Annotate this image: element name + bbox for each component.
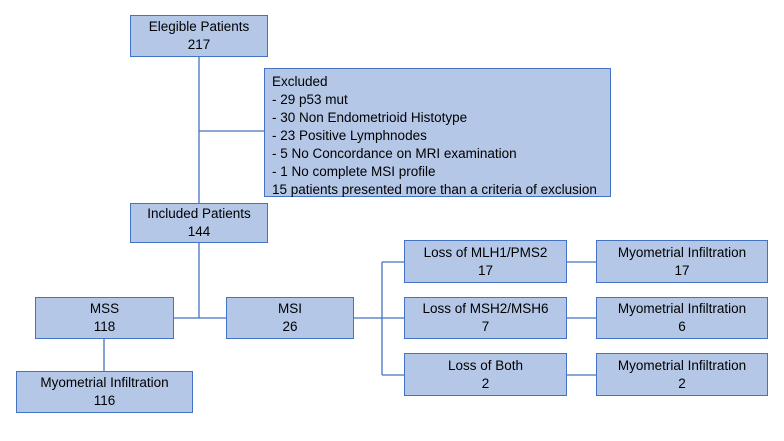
msi-label: MSI — [277, 301, 302, 316]
excluded-box: Excluded - 29 p53 mut - 30 Non Endometri… — [264, 68, 611, 197]
eligible-label: Elegible Patients — [148, 19, 250, 34]
msh2-msh6-box: Loss of MSH2/MSH6 7 — [404, 297, 567, 339]
msh2-infiltration-box: Myometrial Infiltration 6 — [596, 297, 768, 339]
both-label: Loss of Both — [447, 357, 524, 373]
included-patients-box: Included Patients 144 — [130, 203, 268, 243]
mss-count: 118 — [93, 319, 116, 334]
mss-infiltration-label: Myometrial Infiltration — [40, 375, 169, 390]
msi-box: MSI 26 — [226, 297, 354, 339]
mlh1-infiltration-box: Myometrial Infiltration 17 — [596, 240, 768, 283]
both-infiltration-box: Myometrial Infiltration 2 — [596, 353, 768, 396]
both-infiltration-count: 2 — [678, 375, 686, 391]
loss-of-both-box: Loss of Both 2 — [404, 353, 567, 396]
msi-count: 26 — [282, 319, 298, 334]
both-count: 2 — [481, 375, 490, 391]
mss-infiltration-count: 116 — [93, 393, 116, 408]
msh2-label: Loss of MSH2/MSH6 — [422, 301, 549, 316]
eligible-count: 217 — [187, 37, 211, 52]
excluded-item: - 29 p53 mut — [272, 92, 348, 107]
mss-box: MSS 118 — [35, 297, 174, 339]
eligible-patients-box: Elegible Patients 217 — [130, 15, 268, 57]
mlh1-label: Loss of MLH1/PMS2 — [423, 244, 548, 260]
included-label: Included Patients — [147, 206, 251, 221]
excluded-item: - 5 No Concordance on MRI examination — [272, 146, 517, 161]
msh2-count: 7 — [481, 319, 490, 334]
mlh1-infiltration-count: 17 — [674, 262, 690, 278]
included-count: 144 — [187, 224, 211, 239]
mlh1-pms2-box: Loss of MLH1/PMS2 17 — [404, 240, 567, 283]
mlh1-count: 17 — [477, 262, 494, 278]
mss-label: MSS — [89, 301, 120, 316]
both-infiltration-label: Myometrial Infiltration — [617, 357, 747, 373]
excluded-item: - 23 Positive Lymphnodes — [272, 128, 427, 143]
msh2-infiltration-count: 6 — [678, 319, 686, 334]
excluded-title: Excluded — [272, 74, 328, 89]
excluded-item: - 1 No complete MSI profile — [272, 164, 436, 179]
mss-infiltration-box: Myometrial Infiltration 116 — [16, 371, 193, 413]
excluded-note: 15 patients presented more than a criter… — [272, 182, 597, 197]
msh2-infiltration-label: Myometrial Infiltration — [617, 301, 747, 316]
excluded-item: - 30 Non Endometrioid Histotype — [272, 110, 468, 125]
mlh1-infiltration-label: Myometrial Infiltration — [617, 244, 747, 260]
